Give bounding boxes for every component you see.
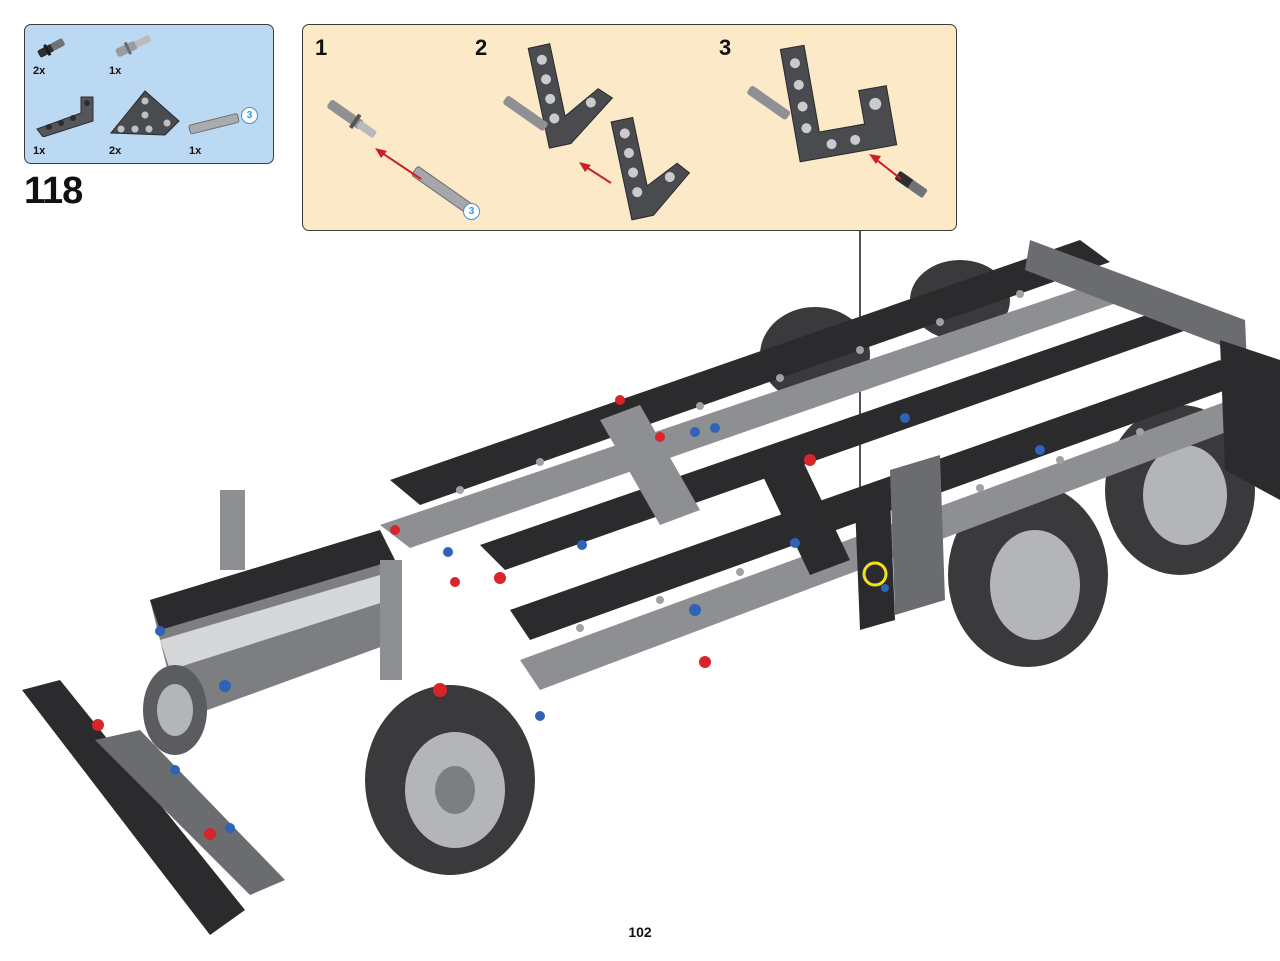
part-qty-2: 1x — [109, 65, 122, 77]
triangle-beam-icon — [109, 90, 180, 136]
axle-3-icon — [188, 113, 240, 135]
substep-2-number: 2 — [475, 35, 488, 60]
subassembly-callout: 1 2 3 3 — [302, 24, 957, 231]
part-qty-4: 2x — [109, 145, 122, 157]
part-qty-3: 1x — [33, 145, 46, 157]
axle-pin-icon — [37, 38, 65, 58]
substep-1-length-badge: 3 — [463, 203, 480, 220]
highlight-ring — [862, 561, 888, 587]
parts-list-panel: 2x 1x 1x 2x 3 1x — [24, 24, 274, 164]
substep-3-number: 3 — [719, 35, 732, 60]
front-engine-block — [143, 490, 402, 755]
part-qty-5: 1x — [189, 145, 202, 157]
pin-with-axle-icon — [115, 35, 151, 57]
axle-length-badge: 3 — [241, 107, 258, 124]
page-number: 102 — [628, 924, 652, 940]
substep-1-number: 1 — [315, 35, 328, 60]
substep-1-illustration — [327, 100, 475, 215]
angled-beam-icon — [36, 96, 94, 137]
part-qty-1: 2x — [33, 65, 46, 77]
substep-2-illustration — [503, 43, 691, 221]
front-wheel — [365, 685, 535, 875]
step-number: 118 — [24, 170, 83, 212]
colored-pins — [92, 395, 1045, 840]
substep-3-illustration — [747, 44, 928, 198]
front-bumper — [22, 680, 285, 935]
